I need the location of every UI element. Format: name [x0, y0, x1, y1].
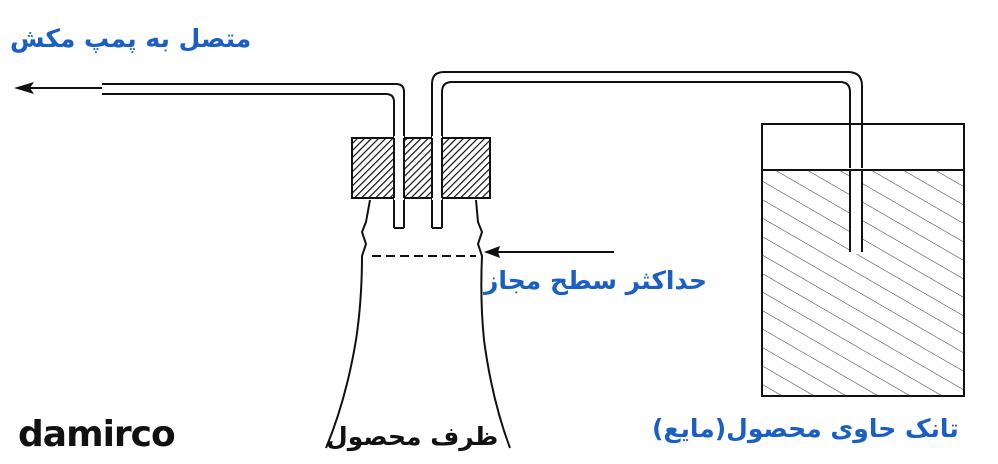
product-vessel: [325, 199, 511, 449]
suction-arrow: [14, 82, 102, 94]
tank-label: تانک حاوی محصول(مایع): [652, 414, 959, 443]
stopper: [351, 136, 491, 200]
max-level-indicator: [372, 246, 614, 258]
damirco-logo: damirco: [18, 414, 176, 455]
product-tank: [761, 123, 965, 397]
suction-tube: [102, 83, 405, 229]
suction-pump-label: متصل به پمپ مکش: [10, 24, 252, 53]
logo-text: damirco: [18, 414, 176, 455]
max-level-label: حداکثر سطح مجاز: [484, 266, 707, 295]
vessel-label: ظرف محصول: [326, 422, 499, 451]
